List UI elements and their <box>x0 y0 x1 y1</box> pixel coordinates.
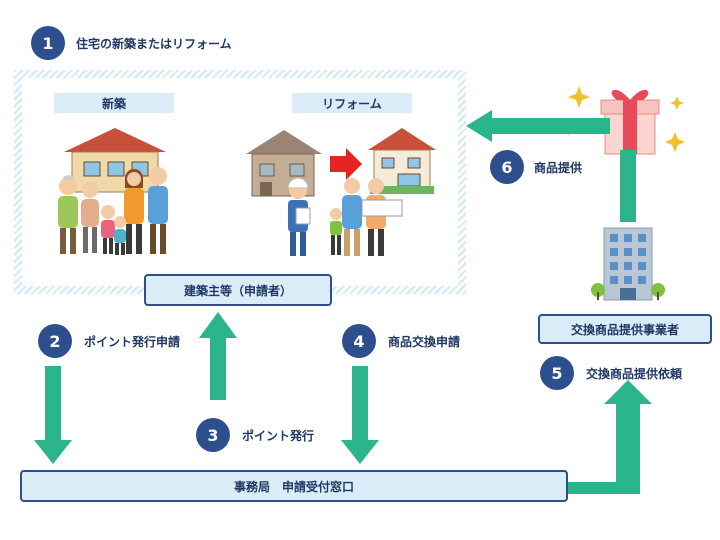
step-5-label: 交換商品提供依頼 <box>586 367 683 381</box>
step-2-label: ポイント発行申請 <box>84 335 181 349</box>
step-5-number: 5 <box>540 356 574 390</box>
step-3-label: ポイント発行 <box>242 429 315 443</box>
new-build-tag: 新築 <box>54 93 174 113</box>
step-6-label: 商品提供 <box>534 161 583 175</box>
new-house-family-illustration <box>58 128 168 255</box>
step-2-number: 2 <box>38 324 72 358</box>
step-3-number: 3 <box>196 418 230 452</box>
office-building-illustration <box>591 227 665 301</box>
arrow-product-delivery <box>466 110 610 142</box>
arrow-point-issue <box>199 312 237 400</box>
arrow-provider-request <box>568 380 652 494</box>
step-6-number: 6 <box>490 150 524 184</box>
applicant-box: 建築主等（申請者） <box>144 274 332 306</box>
reform-tag: リフォーム <box>292 93 412 113</box>
step-1-number: 1 <box>31 26 65 60</box>
office-box: 事務局 申請受付窓口 <box>20 470 568 502</box>
provider-box: 交換商品提供事業者 <box>538 314 712 344</box>
arrow-exchange-application <box>341 366 379 464</box>
step-4-label: 商品交換申請 <box>388 335 461 349</box>
step-1-label: 住宅の新築またはリフォーム <box>76 37 232 51</box>
arrow-connector-provider <box>620 150 636 222</box>
arrow-point-application <box>34 366 72 464</box>
gift-illustration <box>565 86 685 155</box>
step-4-number: 4 <box>342 324 376 358</box>
reform-family-illustration <box>246 128 436 256</box>
